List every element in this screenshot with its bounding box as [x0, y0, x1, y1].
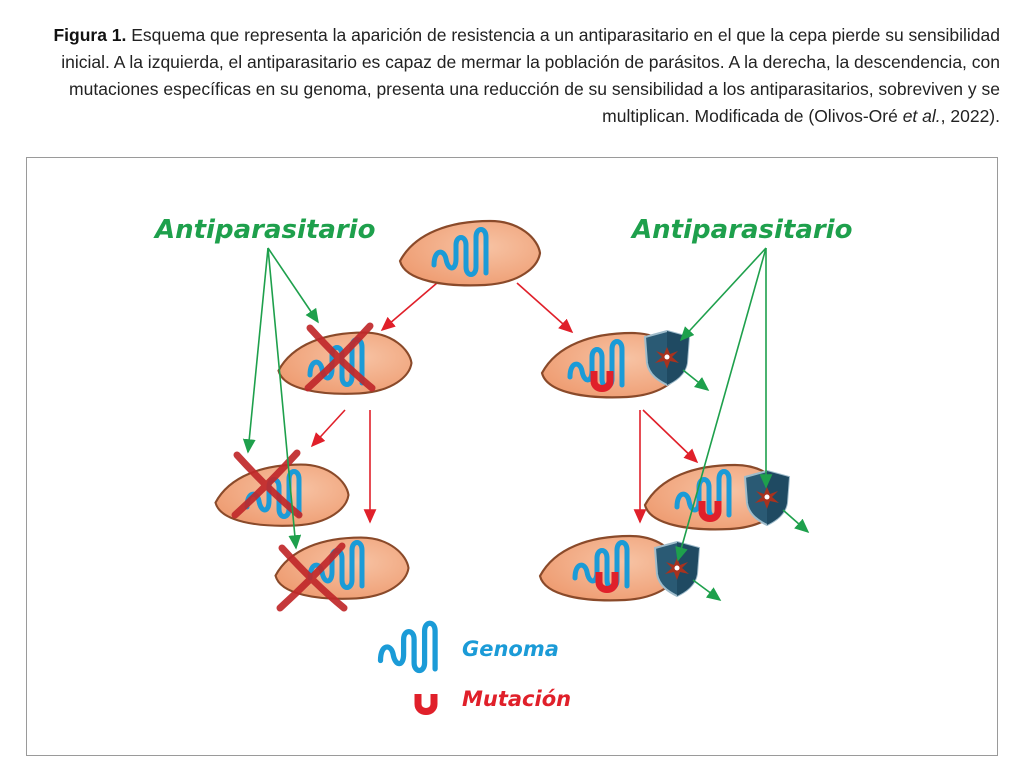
left-antiparasitic-label: Antiparasitario	[153, 215, 375, 245]
figure-label: Figura 1.	[53, 25, 127, 45]
right-antiparasitic-label: Antiparasitario	[630, 215, 852, 245]
caption-italic: et al.	[902, 106, 941, 126]
figure-caption: Figura 1. Esquema que representa la apar…	[30, 22, 1000, 130]
sensitive-parasite-cell	[214, 453, 350, 527]
caption-text-end: , 2022).	[940, 106, 1000, 126]
caption-text: Esquema que representa la aparición de r…	[61, 25, 1000, 126]
resistant-parasite-cell	[643, 463, 790, 531]
drug-arrows	[242, 247, 810, 601]
mutation-legend-icon	[418, 694, 434, 712]
genome-legend-icon	[381, 623, 436, 670]
mutation-legend-label: Mutación	[462, 687, 571, 711]
resistant-parasite-cell	[540, 330, 690, 399]
figure-frame	[26, 157, 998, 756]
genome-legend-label: Genoma	[462, 637, 559, 661]
resistant-parasite-cell	[538, 534, 700, 602]
sensitive-parasite-cell	[277, 326, 413, 395]
descent-arrows	[310, 282, 699, 524]
parent-parasite-cell	[398, 219, 542, 287]
sensitive-parasite-cell	[274, 536, 410, 608]
